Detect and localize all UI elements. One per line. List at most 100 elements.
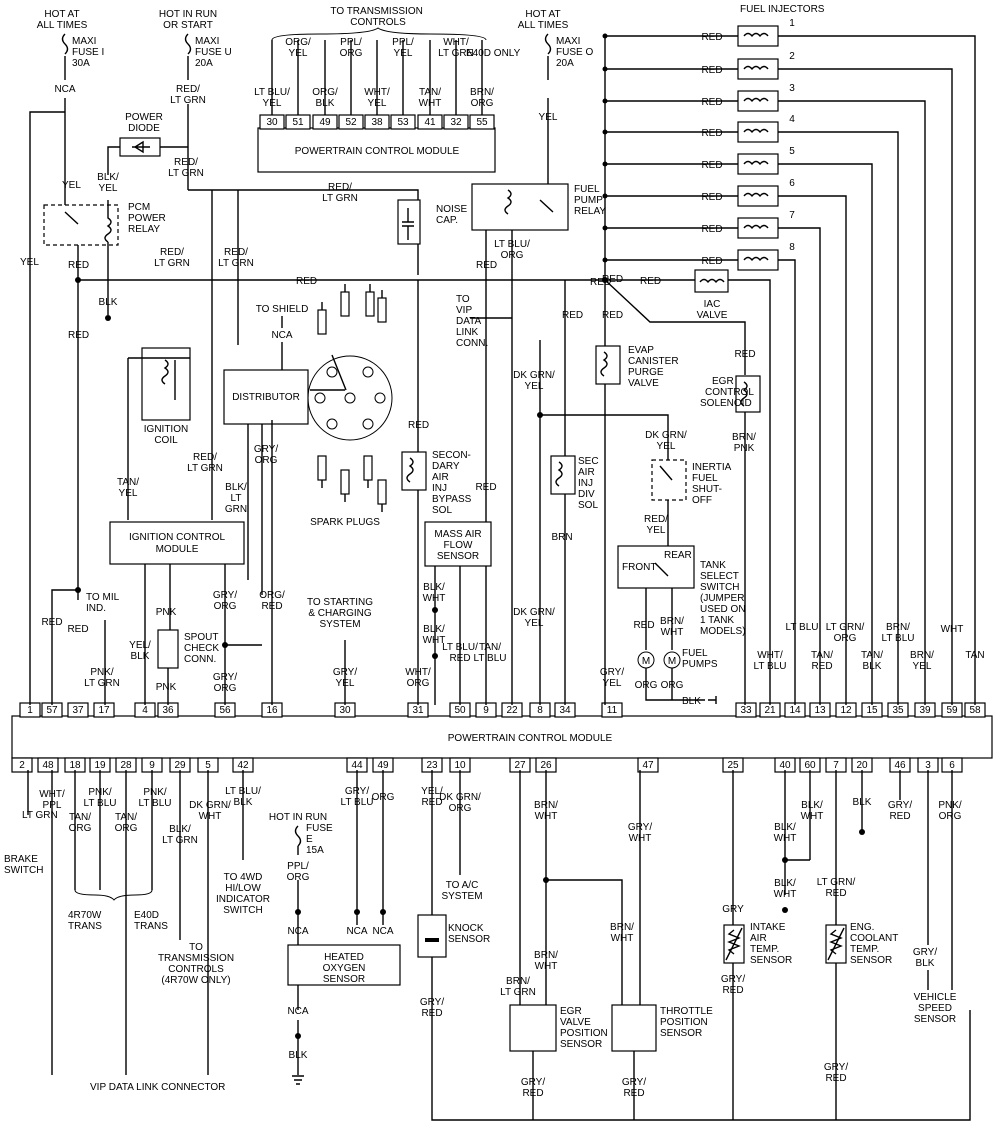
pcm-top-pin-22: 22 [506, 705, 518, 716]
ground-icon [292, 1075, 304, 1085]
pcm-top-pin-4: 4 [142, 705, 148, 716]
injector-red-label: RED [701, 97, 722, 108]
pcm-bottom-pin-40: 40 [779, 760, 791, 771]
evap-coil [600, 351, 608, 377]
dkgrn-wht: DK GRN/WHT [189, 800, 231, 822]
red-maf: RED [475, 482, 496, 493]
injector-junction [602, 66, 608, 72]
injector-coil [743, 160, 769, 166]
red-pump: RED [633, 620, 654, 631]
hot-in-run-e: HOT IN RUN [269, 812, 327, 823]
gry-red-tps: GRY/RED [622, 1077, 646, 1099]
org-3: ORG [372, 792, 395, 803]
yel-relay: YEL [62, 180, 81, 191]
pnk-2: PNK [156, 682, 177, 693]
pcm-top-pin-33: 33 [740, 705, 752, 716]
dkgrn-yel-1: DK GRN/YEL [513, 370, 555, 392]
pcm-bottom-pin-46: 46 [894, 760, 906, 771]
gry-org-2: GRY/ORG [213, 672, 237, 694]
injector-junction [602, 257, 608, 263]
pcm-bottom-pin-10: 10 [454, 760, 466, 771]
iat-thermistor [725, 927, 743, 961]
top-pcm-wire-label: TAN/WHT [419, 87, 442, 109]
injector-red-label: RED [701, 128, 722, 139]
red-418: RED [408, 420, 429, 431]
trans-brace [271, 27, 487, 41]
pcm-bottom-pin-2: 2 [19, 760, 25, 771]
gry-org-dist: GRY/ORG [254, 444, 278, 466]
iac-coil [699, 278, 725, 284]
red-evap: RED [602, 310, 623, 321]
gry-org-1: GRY/ORG [213, 590, 237, 612]
pcm-top-pin-50: 50 [454, 705, 466, 716]
tank-select-wires [645, 562, 673, 650]
brn-pnk: BRN/PNK [732, 432, 756, 454]
injector-coil [743, 128, 769, 134]
maf-dot-2 [432, 653, 438, 659]
mil-wires [51, 589, 106, 705]
top-pcm-pin-30: 30 [266, 117, 278, 128]
distributor-cap [307, 355, 393, 441]
pcm-top-pin-37: 37 [72, 705, 84, 716]
plug-body [317, 455, 327, 481]
gry: GRY [722, 904, 744, 915]
pcm-bottom-pin-7: 7 [833, 760, 839, 771]
ltgrn-org: LT GRN/ORG [826, 622, 865, 644]
injector-junction [602, 129, 608, 135]
pcm-top-pin-59: 59 [946, 705, 958, 716]
injector-coil [743, 32, 769, 38]
red-ltgrn-4: RED/LT GRN [218, 247, 254, 269]
injector-return [778, 100, 926, 705]
brn-wht-2: BRN/WHT [534, 950, 558, 972]
injector-junction [602, 161, 608, 167]
injector-red-label: RED [701, 192, 722, 203]
icm-box [109, 521, 245, 565]
pcm-bottom-pin-42: 42 [237, 760, 249, 771]
spark-plug [377, 479, 387, 512]
spark-plug [317, 302, 327, 335]
ltblu-org: LT BLU/ORG [494, 239, 530, 261]
inertia-box [651, 459, 687, 501]
power-diode-symbol [107, 140, 188, 175]
tank-select-box [617, 545, 695, 589]
pcm-bottom-pin-28: 28 [120, 760, 132, 771]
injector-number: 8 [789, 242, 795, 253]
cap-terminal [374, 392, 386, 404]
pcm-top-pin-36: 36 [162, 705, 174, 716]
injector-return [778, 195, 847, 705]
injector-red-label: RED [701, 32, 722, 43]
sec-air-bypass-box [401, 451, 427, 491]
plug-body [365, 291, 375, 317]
injector-junction [602, 225, 608, 231]
ignition-coil-box [141, 347, 191, 421]
fuel-injectors-title: FUEL INJECTORS [740, 4, 825, 15]
plug-body [377, 479, 387, 505]
cap-center [344, 392, 356, 404]
brn-yel: BRN/YEL [910, 650, 934, 672]
nca-o2-1: NCA [287, 926, 308, 937]
blk-relay: BLK [99, 297, 118, 308]
injector-coil [743, 224, 769, 230]
pcm-bottom-pin-26: 26 [540, 760, 552, 771]
spark-plugs-label: SPARK PLUGS [310, 517, 380, 528]
junction-blk-wht [782, 857, 788, 863]
injector-junction [602, 33, 608, 39]
icm-wires [144, 564, 226, 705]
tan: TAN [965, 650, 984, 661]
gry-red-46: GRY/RED [888, 800, 912, 822]
iac-wires [605, 279, 771, 705]
